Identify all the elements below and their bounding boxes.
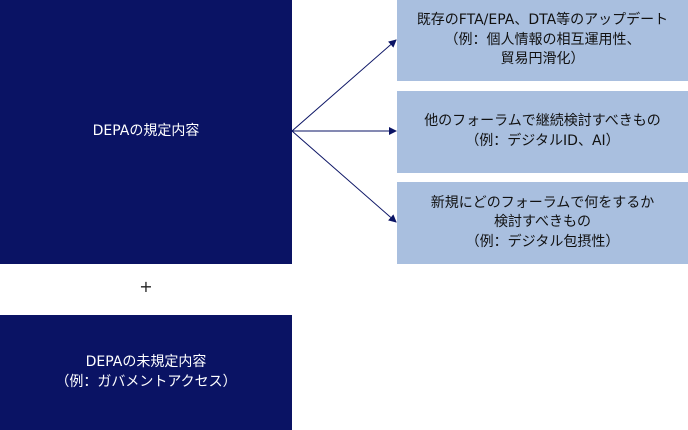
new-forum-consideration-box: 新規にどのフォーラムで何をするか 検討すべきもの （例：デジタル包摂性）	[397, 182, 688, 264]
arrow-to-new-forum-box	[291, 130, 397, 223]
depa-provisions-box: DEPAの規定内容	[0, 0, 292, 264]
update-existing-agreements-box: 既存のFTA/EPA、DTA等のアップデート （例：個人情報の相互運用性、 貿易…	[397, 0, 688, 81]
depa-unprovisioned-label: DEPAの未規定内容 （例：ガバメントアクセス）	[55, 353, 237, 390]
update-existing-agreements-label: 既存のFTA/EPA、DTA等のアップデート （例：個人情報の相互運用性、 貿易…	[416, 12, 669, 68]
continue-other-forums-label: 他のフォーラムで継続検討すべきもの （例：デジタルID、AI）	[424, 113, 661, 149]
depa-unprovisioned-box: DEPAの未規定内容 （例：ガバメントアクセス）	[0, 315, 292, 430]
depa-provisions-label: DEPAの規定内容	[92, 123, 200, 140]
new-forum-consideration-label: 新規にどのフォーラムで何をするか 検討すべきもの （例：デジタル包摂性）	[430, 194, 655, 250]
arrow-to-update-box	[291, 39, 397, 132]
plus-sign: +	[139, 277, 153, 296]
continue-other-forums-box: 他のフォーラムで継続検討すべきもの （例：デジタルID、AI）	[397, 91, 688, 173]
